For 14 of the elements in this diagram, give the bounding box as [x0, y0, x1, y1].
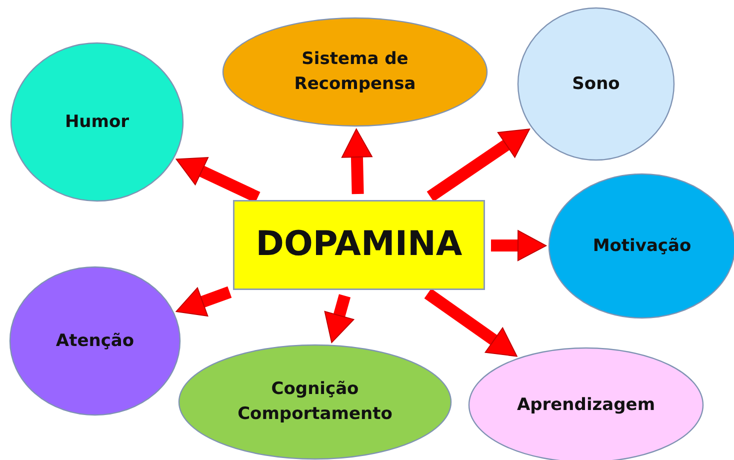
- topic-label: Sono: [572, 72, 620, 96]
- topic-label: Aprendizagem: [516, 394, 656, 417]
- arrow: [341, 128, 372, 194]
- arrow: [424, 288, 518, 357]
- topic-label: Sistema de Recompensa: [293, 48, 417, 96]
- arrow: [426, 128, 530, 202]
- title-text: DOPAMINA: [256, 223, 462, 266]
- topic-label: Humor: [64, 110, 130, 134]
- arrow: [490, 230, 546, 262]
- topic-label: Motivação: [592, 234, 692, 258]
- arrow: [324, 294, 354, 343]
- topic-label: Atenção: [56, 330, 134, 353]
- arrow: [176, 286, 232, 316]
- topic-label: Cognição Comportamento: [236, 378, 394, 426]
